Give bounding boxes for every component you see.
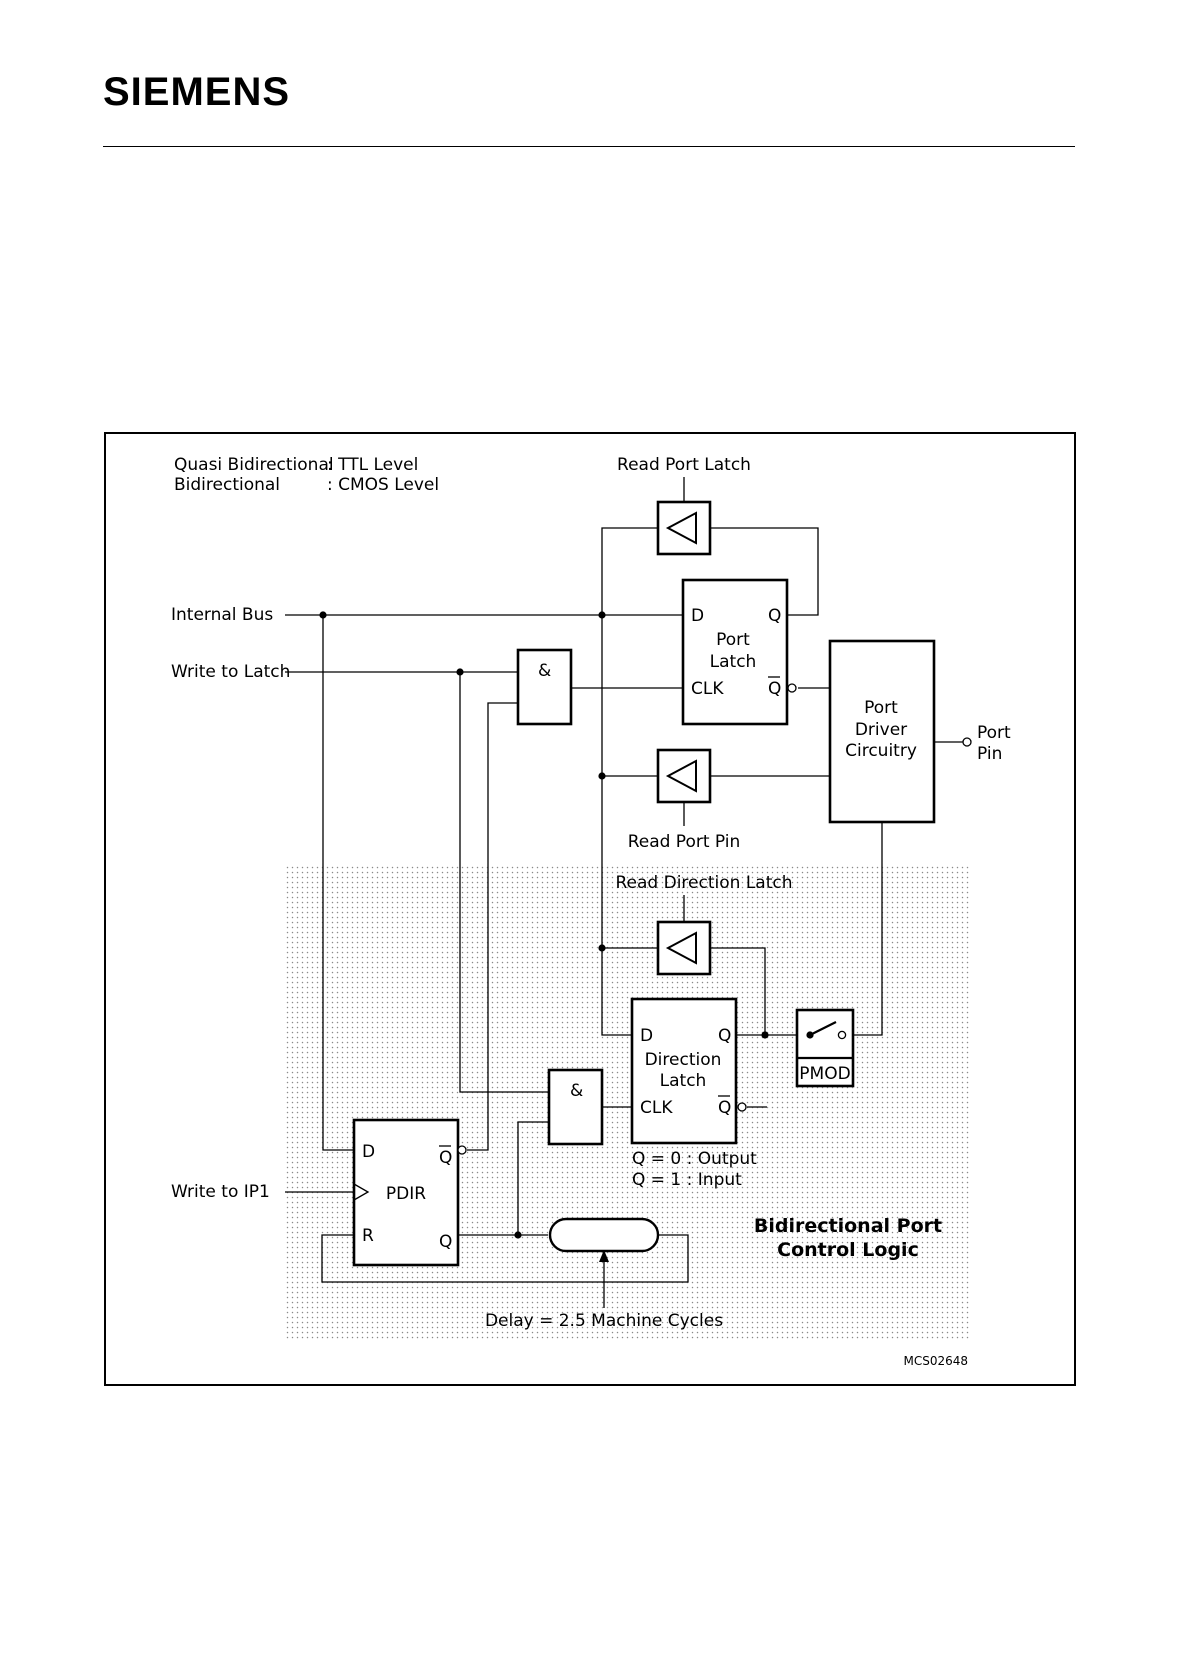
direction-latch-title-2: Latch bbox=[660, 1071, 707, 1091]
write-to-latch-label: Write to Latch bbox=[171, 662, 290, 682]
read-port-latch-label: Read Port Latch bbox=[617, 455, 751, 475]
port-driver-circuitry bbox=[828, 639, 936, 824]
region-title-2: Control Logic bbox=[777, 1239, 919, 1261]
pmod-label: PMOD bbox=[799, 1064, 850, 1084]
direction-latch-title-1: Direction bbox=[645, 1050, 722, 1070]
port-driver-line2: Driver bbox=[855, 720, 907, 740]
junction-dots bbox=[319, 611, 769, 1239]
read-port-latch-buffer bbox=[656, 500, 712, 556]
read-direction-latch-buffer bbox=[656, 920, 712, 976]
header-rule bbox=[103, 146, 1075, 147]
port-latch-title-1: Port bbox=[716, 630, 750, 650]
pdir-label: PDIR bbox=[386, 1184, 426, 1204]
port-pin-terminal bbox=[962, 737, 972, 747]
and-gate-upper bbox=[516, 648, 573, 726]
direction-note-output: Q = 0 : Output bbox=[632, 1149, 757, 1169]
port-pin-label-1: Port bbox=[977, 723, 1011, 743]
pdir-r: R bbox=[362, 1226, 374, 1246]
legend-bidir-right: : CMOS Level bbox=[327, 475, 439, 495]
and-gate-lower-label: & bbox=[570, 1081, 583, 1101]
port-driver-line3: Circuitry bbox=[845, 741, 917, 761]
direction-note-input: Q = 1 : Input bbox=[632, 1170, 742, 1190]
port-latch bbox=[681, 578, 789, 726]
port-latch-title-2: Latch bbox=[710, 652, 757, 672]
write-to-ip1-label: Write to IP1 bbox=[171, 1182, 270, 1202]
read-direction-latch-label: Read Direction Latch bbox=[616, 873, 793, 893]
siemens-logo: SIEMENS bbox=[103, 70, 291, 114]
pmod-switch bbox=[795, 1008, 855, 1088]
port-latch-q: Q bbox=[768, 606, 781, 626]
direction-latch-qbar: Q bbox=[718, 1098, 731, 1118]
legend-bidir-left: Bidirectional bbox=[174, 475, 280, 495]
direction-latch bbox=[630, 997, 738, 1145]
delay-element bbox=[548, 1217, 660, 1253]
direction-latch-q: Q bbox=[718, 1026, 731, 1046]
legend-quasi-left: Quasi Bidirectional bbox=[174, 455, 334, 475]
and-gate-lower bbox=[547, 1068, 604, 1146]
and-gate-upper-label: & bbox=[538, 661, 551, 681]
legend-quasi-right: : TTL Level bbox=[327, 455, 418, 475]
region-title-1: Bidirectional Port bbox=[754, 1215, 942, 1237]
port-latch-clk: CLK bbox=[691, 679, 724, 699]
delay-label: Delay = 2.5 Machine Cycles bbox=[485, 1311, 723, 1331]
figure-code: MCS02648 bbox=[903, 1354, 968, 1368]
read-port-pin-label: Read Port Pin bbox=[628, 832, 741, 852]
diagram-frame bbox=[104, 432, 1076, 1386]
pdir-d: D bbox=[362, 1142, 375, 1162]
port-pin-label-2: Pin bbox=[977, 744, 1002, 764]
port-driver-line1: Port bbox=[864, 698, 898, 718]
direction-latch-clk: CLK bbox=[640, 1098, 673, 1118]
direction-latch-d: D bbox=[640, 1026, 653, 1046]
pdir-qbar: Q bbox=[439, 1148, 452, 1168]
port-latch-d: D bbox=[691, 606, 704, 626]
pdir-register bbox=[352, 1118, 460, 1267]
control-logic-region bbox=[284, 865, 969, 1340]
pdir-q: Q bbox=[439, 1232, 452, 1252]
internal-bus-label: Internal Bus bbox=[171, 605, 273, 625]
port-latch-qbar: Q bbox=[768, 679, 781, 699]
read-port-pin-buffer bbox=[656, 748, 712, 804]
wires bbox=[285, 477, 963, 1308]
